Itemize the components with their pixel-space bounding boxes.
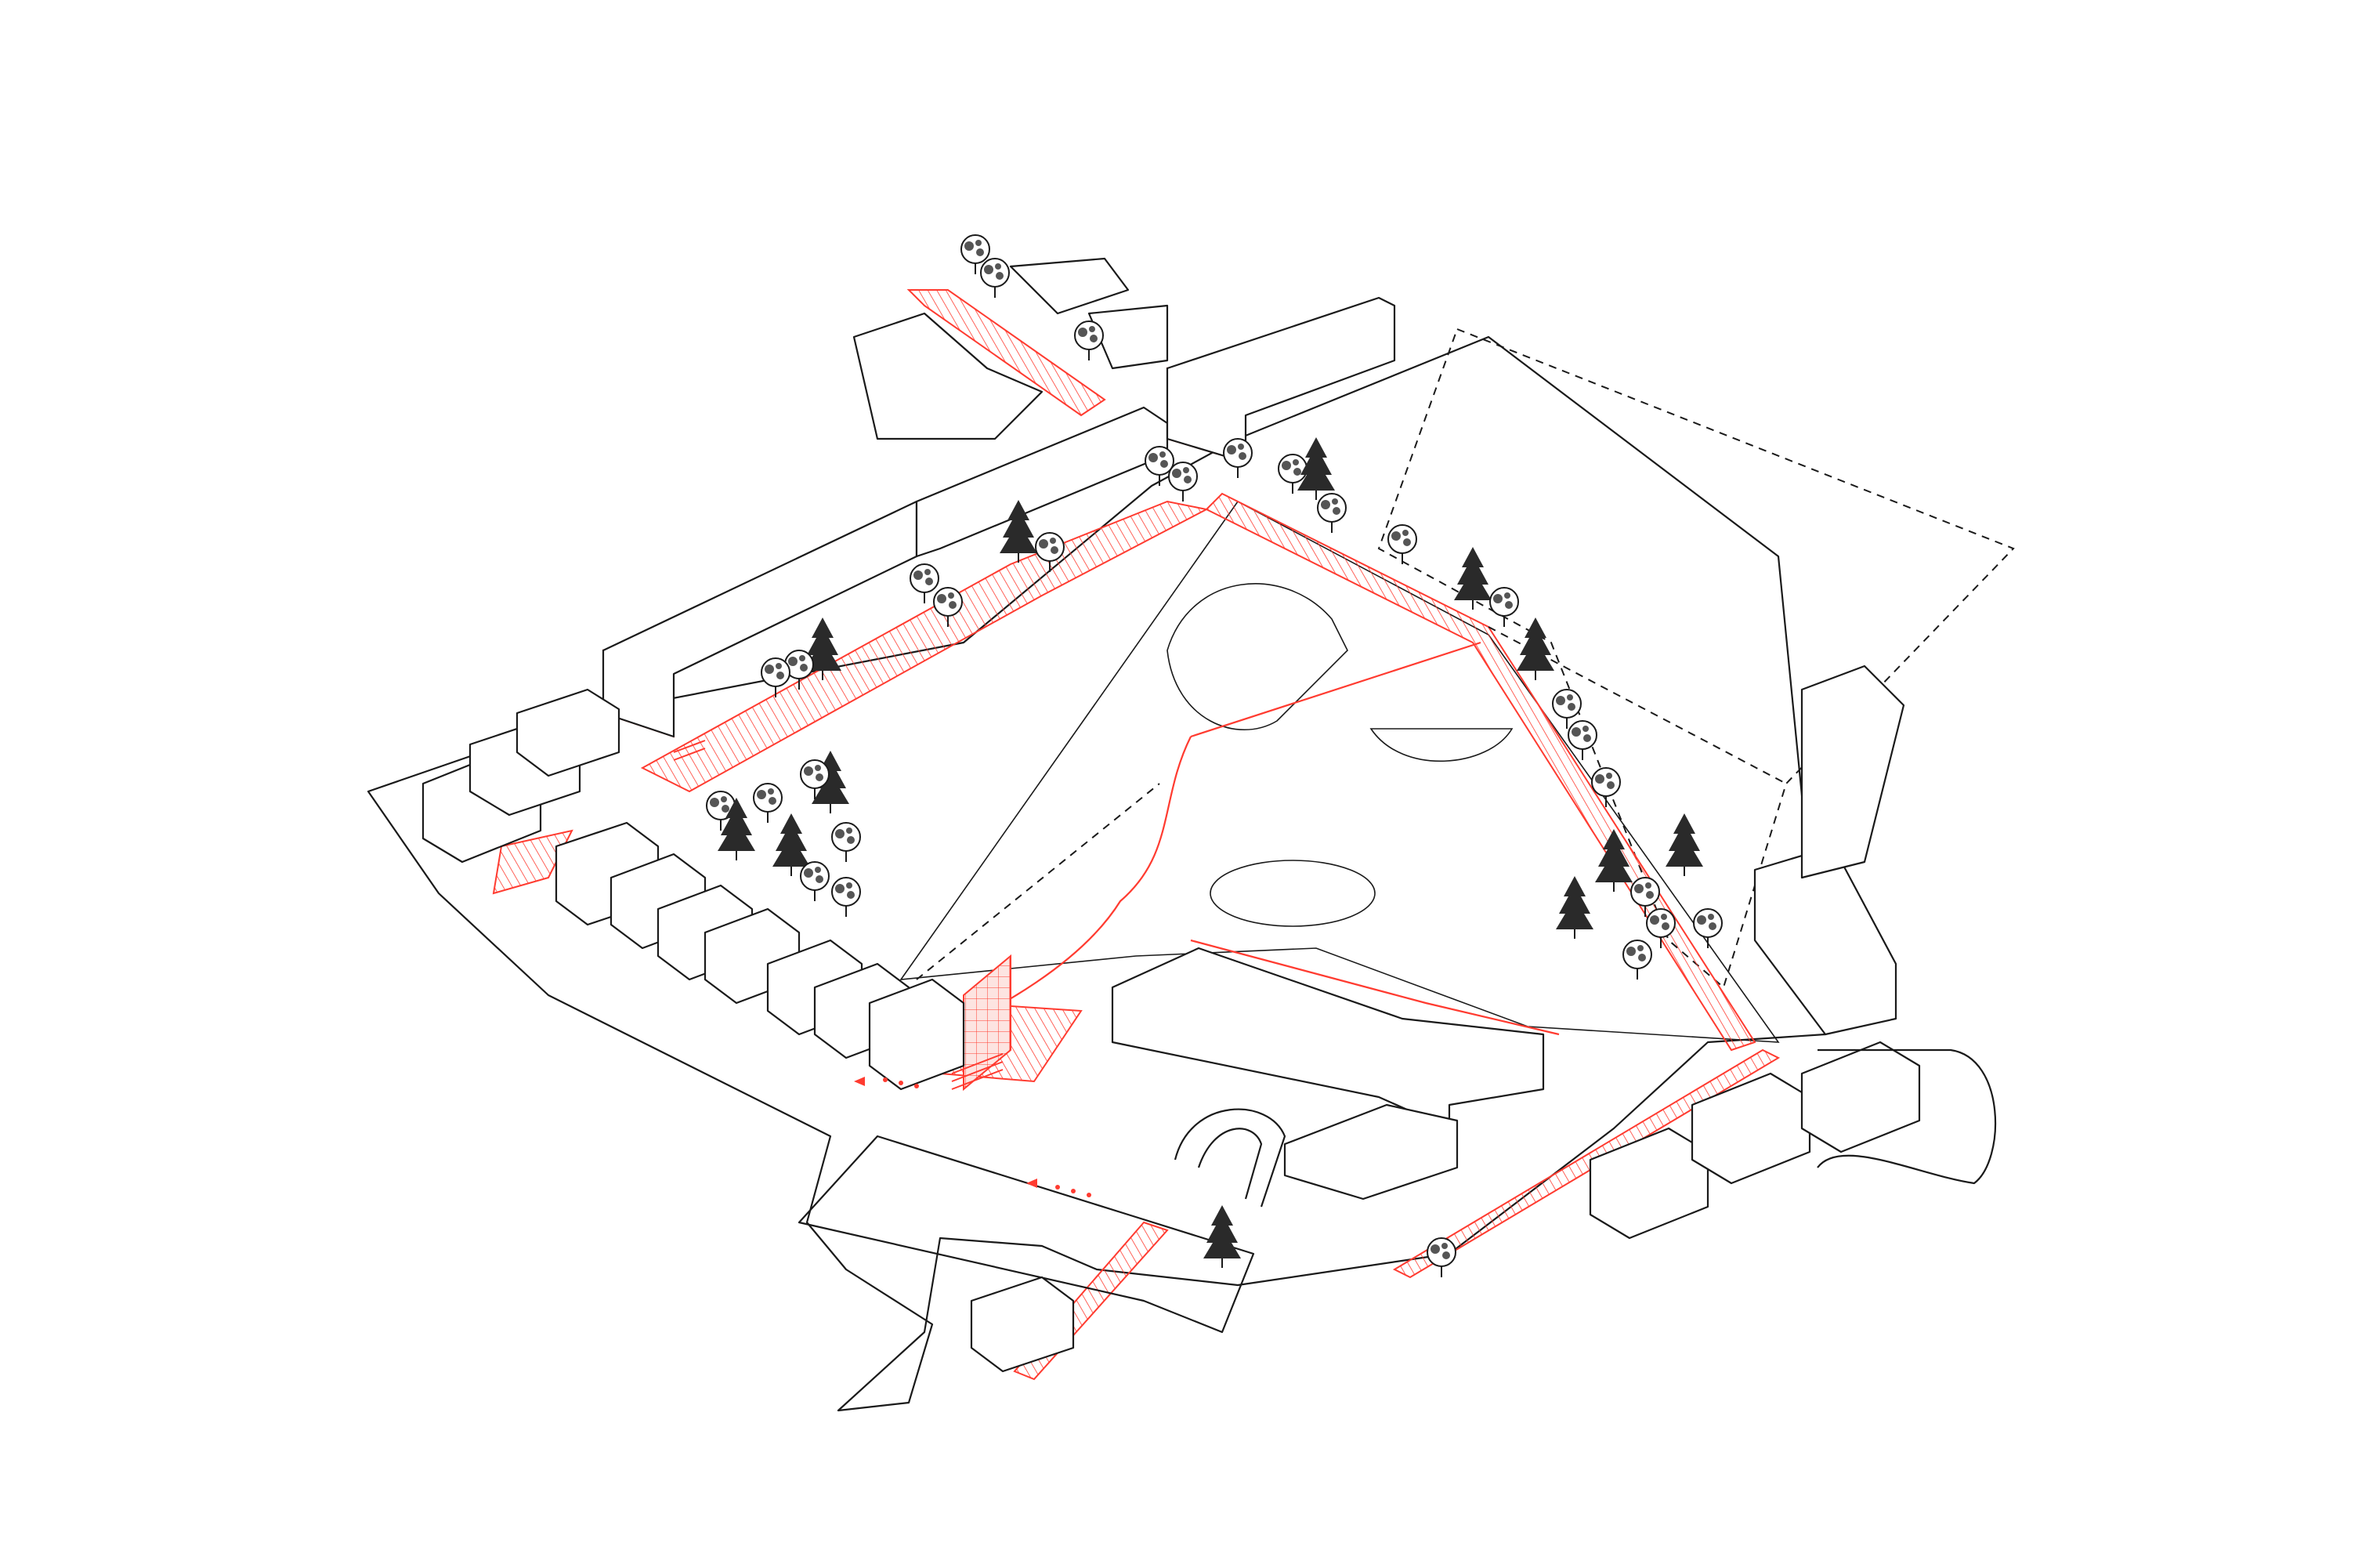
annex-building (1283, 1103, 1459, 1200)
southeast-cluster (1589, 1041, 1997, 1240)
north-stair (906, 289, 1106, 417)
site-outline (367, 335, 1827, 1412)
ball-field-north (1166, 583, 1348, 731)
ball-field-east (1369, 728, 1514, 762)
west-houses (421, 688, 965, 1091)
oval-field (1210, 860, 1376, 927)
wayfinding-markers (854, 1077, 1091, 1197)
east-apartments (1753, 845, 1897, 1036)
southwest-plaza (492, 829, 573, 895)
building-north-tower (1166, 296, 1396, 464)
east-tall-bar (1800, 664, 1905, 879)
south-block (798, 1135, 1255, 1334)
dotted-parcel (1377, 328, 2015, 989)
bicycle-icon (673, 740, 1004, 1090)
north-cluster (852, 257, 1169, 440)
south-houses (970, 1276, 1075, 1373)
park-boundary-dashed (916, 626, 1787, 980)
community-center (1111, 947, 1545, 1130)
road-loop (1174, 1108, 1286, 1208)
parking-line (1392, 1048, 1781, 1279)
building-north-bar (602, 500, 918, 738)
